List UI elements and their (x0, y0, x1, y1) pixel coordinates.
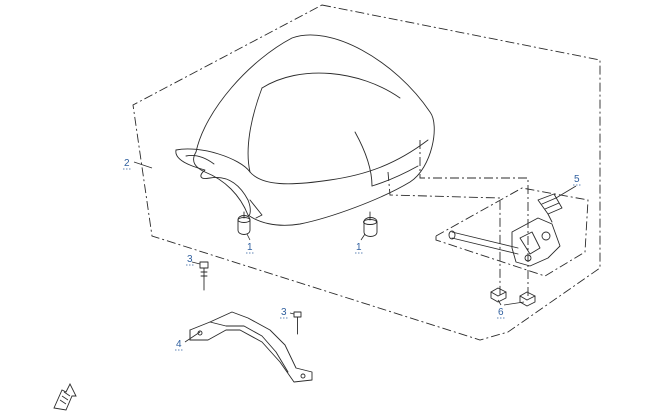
svg-text:2: 2 (124, 158, 130, 169)
callout-1a: 1 (246, 242, 254, 254)
svg-text:3: 3 (281, 307, 287, 318)
seat-latch (448, 193, 563, 267)
nut-right (519, 291, 536, 307)
bolt-upper (199, 261, 209, 291)
callout-1b: 1 (355, 242, 363, 254)
svg-text:3: 3 (187, 254, 193, 265)
callout-5: 5 (573, 174, 581, 186)
svg-text:6: 6 (498, 307, 504, 318)
front-arrow-icon (53, 382, 77, 411)
leader-lines (133, 161, 577, 343)
assembly-outline (132, 4, 601, 341)
svg-text:5: 5 (574, 174, 580, 185)
callout-2: 2 (123, 158, 131, 170)
rubber-bumper-left (237, 211, 251, 235)
svg-text:4: 4 (176, 339, 182, 350)
latch-box-outline (435, 187, 589, 277)
nut-left (490, 287, 507, 303)
callout-3a: 3 (186, 254, 194, 266)
guide-lines (387, 140, 529, 296)
rubber-bumper-right (363, 211, 378, 237)
seat-bracket (189, 311, 313, 383)
callout-3b: 3 (280, 307, 288, 319)
svg-text:1: 1 (247, 242, 253, 253)
callout-6: 6 (497, 307, 505, 319)
seat (175, 34, 435, 226)
callout-4: 4 (175, 339, 183, 351)
bolt-lower (293, 311, 302, 335)
svg-text:1: 1 (356, 242, 362, 253)
